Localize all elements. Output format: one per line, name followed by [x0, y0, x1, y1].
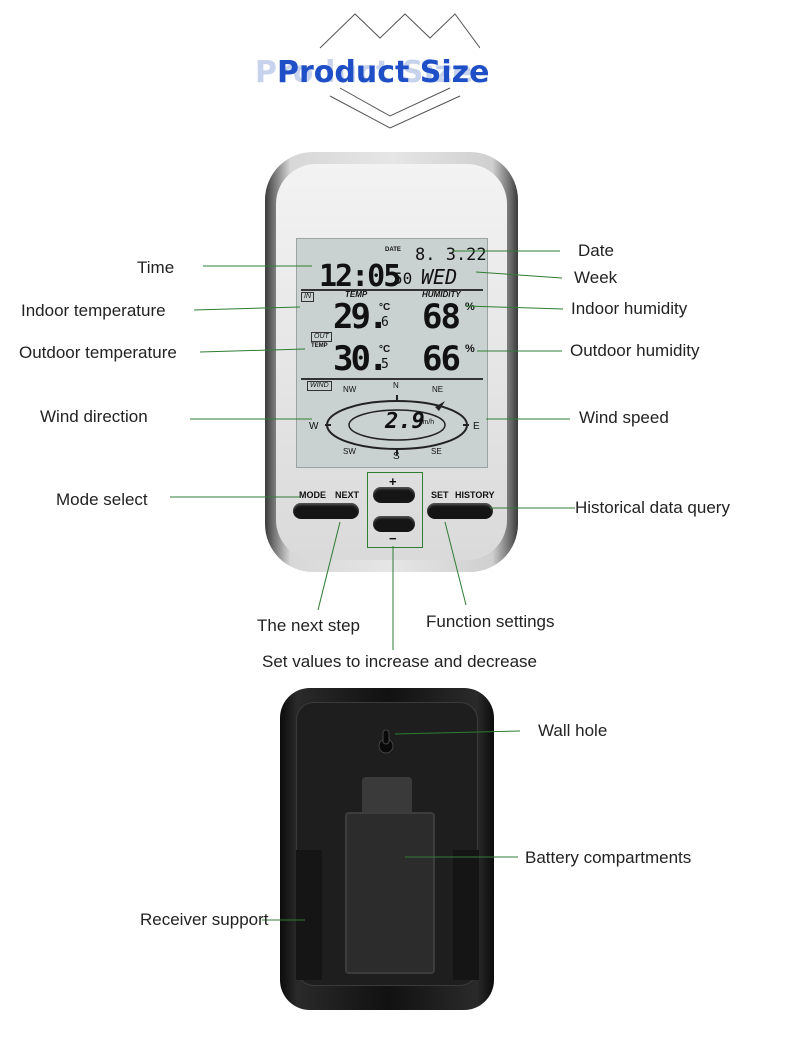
callout-date: Date	[578, 241, 614, 260]
callout-week: Week	[574, 268, 618, 287]
callout-battery-compartments: Battery compartments	[525, 848, 692, 867]
wind-speed-value: 2.9	[385, 409, 425, 434]
callout-indoor-temperature: Indoor temperature	[21, 301, 166, 320]
mode-label: MODE	[299, 490, 326, 500]
callout-time: Time	[137, 258, 175, 277]
next-label: NEXT	[335, 490, 360, 500]
humidity-tag: HUMIDITY	[422, 290, 461, 299]
temp-tag: TEMP	[345, 290, 368, 299]
callout-function-settings: Function settings	[426, 612, 555, 631]
mode-next-button[interactable]	[293, 503, 359, 519]
compass-se: SE	[431, 447, 442, 456]
callout-receiver-support: Receiver support	[140, 910, 269, 929]
adjust-button-group	[367, 472, 423, 548]
outdoor-temp-tag: TEMP	[311, 343, 328, 349]
indoor-temp-decimal: 6	[381, 315, 389, 330]
minus-label: −	[389, 531, 397, 546]
outdoor-humidity: 66	[422, 339, 461, 379]
receiver-support-left	[296, 850, 322, 980]
compass-n: N	[393, 381, 399, 390]
indoor-humidity: 68	[422, 297, 461, 337]
lcd-display: DATE 8. 3.22 12:05 50 WED IN TEMP HUMIDI…	[296, 238, 488, 468]
outdoor-humidity-percent: %	[465, 343, 475, 355]
outdoor-temp-decimal: 5	[381, 357, 389, 372]
date-value: 8. 3.22	[415, 245, 487, 265]
wind-speed-unit: km/h	[419, 419, 435, 426]
outdoor-temperature: 30.	[333, 339, 388, 379]
outdoor-temp-unit: °C	[379, 344, 391, 355]
wall-hole-icon	[378, 729, 394, 754]
compass-w: W	[309, 421, 319, 432]
history-label: HISTORY	[455, 490, 495, 500]
date-tag: DATE	[385, 247, 401, 253]
callout-wind-direction: Wind direction	[40, 407, 148, 426]
set-label: SET	[431, 490, 449, 500]
indoor-tag: IN	[301, 292, 314, 302]
outdoor-tag: OUT	[311, 332, 332, 342]
callout-set-values: Set values to increase and decrease	[262, 652, 538, 671]
plus-button[interactable]	[373, 487, 415, 503]
compass-nw: NW	[343, 385, 357, 394]
weekday-value: WED	[421, 265, 458, 289]
callout-wall-hole: Wall hole	[538, 721, 608, 740]
callout-indoor-humidity: Indoor humidity	[571, 299, 688, 318]
indoor-temp-unit: °C	[379, 302, 391, 313]
compass-ne: NE	[432, 385, 444, 394]
battery-latch	[362, 777, 412, 815]
minus-button[interactable]	[373, 516, 415, 532]
battery-compartment[interactable]	[345, 812, 435, 974]
wind-tag: WIND	[307, 381, 332, 391]
callout-wind-speed: Wind speed	[579, 408, 669, 427]
plus-label: +	[389, 474, 397, 489]
divider	[301, 289, 483, 291]
page-title: Product Size	[277, 55, 490, 90]
indoor-humidity-percent: %	[465, 301, 475, 313]
callout-the-next-step: The next step	[257, 616, 361, 635]
set-history-button[interactable]	[427, 503, 493, 519]
callout-historical-data-query: Historical data query	[575, 498, 730, 517]
compass-e: E	[473, 421, 480, 432]
title-ghost: Product Size	[255, 55, 474, 90]
compass-sw: SW	[343, 447, 356, 456]
header-ornament	[319, 13, 480, 129]
time-value: 12:05	[319, 259, 401, 294]
seconds-value: 50	[393, 269, 413, 288]
callout-mode-select: Mode select	[56, 490, 148, 509]
indoor-temperature: 29.	[333, 297, 388, 337]
callout-outdoor-temperature: Outdoor temperature	[19, 343, 177, 362]
receiver-support-right	[453, 850, 479, 980]
compass-ring	[325, 395, 469, 455]
callout-outdoor-humidity: Outdoor humidity	[570, 341, 700, 360]
compass-s: S	[393, 451, 400, 462]
divider	[301, 378, 483, 380]
